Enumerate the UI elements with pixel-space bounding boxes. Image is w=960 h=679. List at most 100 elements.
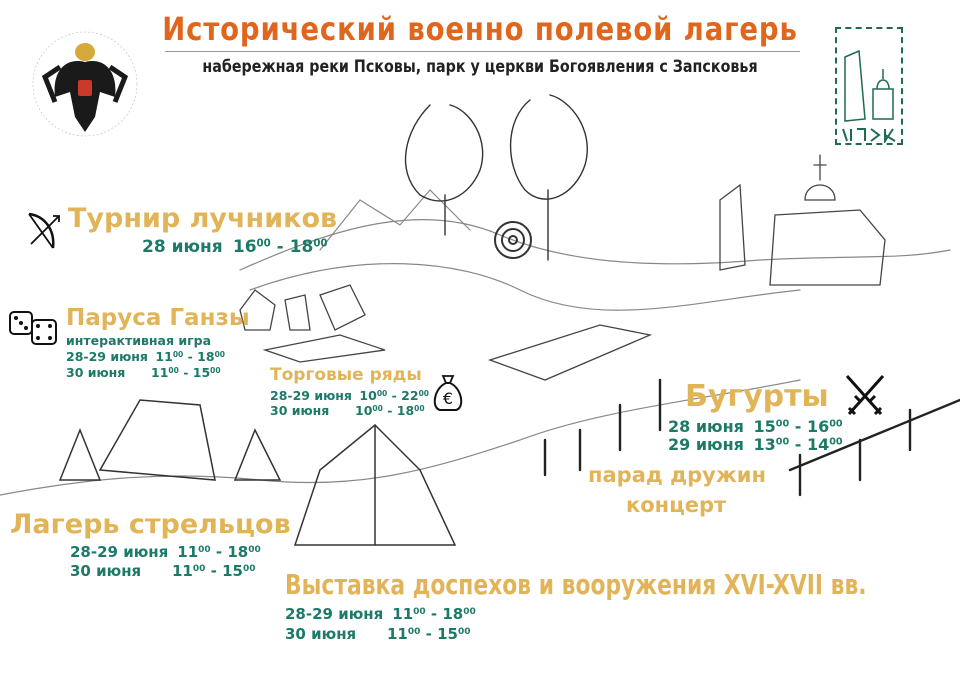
- end-minutes: 00: [214, 349, 225, 359]
- fence: [543, 378, 960, 497]
- bow-arrow-icon: [28, 212, 60, 249]
- schedule-date: 28-29 июня: [270, 388, 352, 403]
- start-minutes: 00: [198, 545, 211, 556]
- start-minutes: 00: [372, 403, 383, 413]
- end-hour: 16: [806, 417, 830, 436]
- end-minutes: 00: [414, 403, 425, 413]
- start-minutes: 00: [256, 238, 271, 250]
- end-minutes: 00: [829, 418, 843, 430]
- start-hour: 11: [151, 365, 169, 380]
- start-minutes: 00: [775, 418, 790, 430]
- start-minutes: 00: [172, 349, 184, 359]
- start-hour: 10: [359, 388, 377, 403]
- trade-title: Торговые ряды: [270, 365, 422, 385]
- tents: [58, 399, 457, 546]
- parade-title: парад дружин: [588, 463, 766, 487]
- page-title: Исторический военно полевой лагерь: [162, 10, 798, 48]
- start-minutes: 00: [168, 365, 179, 375]
- schedule-date: 28 июня: [142, 237, 223, 257]
- schedule-date: 30 июня: [66, 365, 126, 380]
- end-hour: 18: [227, 543, 249, 561]
- end-hour: 18: [289, 237, 314, 257]
- schedule-date: 29 июня: [668, 435, 744, 454]
- izborsk-museum-stamp-logo: [835, 27, 903, 145]
- concert-title: концерт: [626, 493, 727, 517]
- start-hour: 10: [355, 403, 373, 418]
- start-hour: 11: [392, 605, 414, 623]
- start-hour: 11: [177, 543, 199, 561]
- schedule-date: 28 июня: [668, 417, 744, 436]
- trade-stalls: [239, 284, 653, 381]
- start-minutes: 00: [192, 564, 206, 575]
- title-divider: [165, 51, 800, 52]
- archers-title: Турнир лучников: [68, 203, 338, 234]
- target: [494, 221, 532, 259]
- start-hour: 13: [753, 435, 776, 454]
- schedule-date: 30 июня: [270, 403, 330, 418]
- schedule-date: 28-29 июня: [66, 349, 148, 364]
- church: [719, 154, 886, 286]
- end-hour: 18: [396, 403, 415, 418]
- end-hour: 22: [401, 388, 419, 403]
- dice-icon: [9, 311, 57, 345]
- start-hour: 11: [172, 562, 193, 580]
- crossed-swords-icon: [845, 374, 885, 416]
- schedule-date: 28-29 июня: [285, 605, 384, 623]
- hansa-subtitle: интерактивная игра: [66, 333, 212, 348]
- schedule-date: 28-29 июня: [70, 543, 169, 561]
- streltsy-title: Лагерь стрельцов: [10, 509, 291, 540]
- start-minutes: 00: [413, 607, 426, 618]
- end-minutes: 00: [829, 436, 843, 448]
- svg-text:€: €: [443, 389, 453, 408]
- start-minutes: 00: [775, 436, 790, 448]
- rvio-emblem-logo: [32, 31, 138, 137]
- end-minutes: 00: [418, 388, 429, 398]
- hill-outline: [0, 189, 951, 496]
- schedule-date: 30 июня: [70, 562, 142, 580]
- start-hour: 16: [232, 237, 257, 257]
- money-bag-euro-icon: €: [433, 375, 463, 411]
- start-minutes: 00: [376, 388, 388, 398]
- buhurt-title: Бугурты: [685, 379, 829, 414]
- start-hour: 15: [753, 417, 776, 436]
- end-hour: 15: [222, 562, 243, 580]
- schedule-date: 30 июня: [285, 625, 357, 643]
- trees: [404, 94, 588, 261]
- end-hour: 18: [197, 349, 215, 364]
- end-minutes: 00: [313, 238, 328, 250]
- end-hour: 15: [437, 625, 458, 643]
- end-minutes: 00: [210, 365, 221, 375]
- end-hour: 15: [192, 365, 211, 380]
- end-minutes: 00: [242, 564, 256, 575]
- end-minutes: 00: [457, 627, 471, 638]
- end-hour: 14: [806, 435, 830, 454]
- location-subtitle: набережная реки Псковы, парк у церкви Бо…: [202, 57, 758, 77]
- end-hour: 18: [442, 605, 464, 623]
- start-hour: 11: [387, 625, 408, 643]
- armor-title: Выставка доспехов и вооружения XVI-XVII …: [285, 568, 867, 601]
- start-hour: 11: [155, 349, 173, 364]
- end-minutes: 00: [463, 607, 476, 618]
- start-minutes: 00: [407, 627, 421, 638]
- hansa-title: Паруса Ганзы: [66, 305, 250, 331]
- end-minutes: 00: [248, 545, 261, 556]
